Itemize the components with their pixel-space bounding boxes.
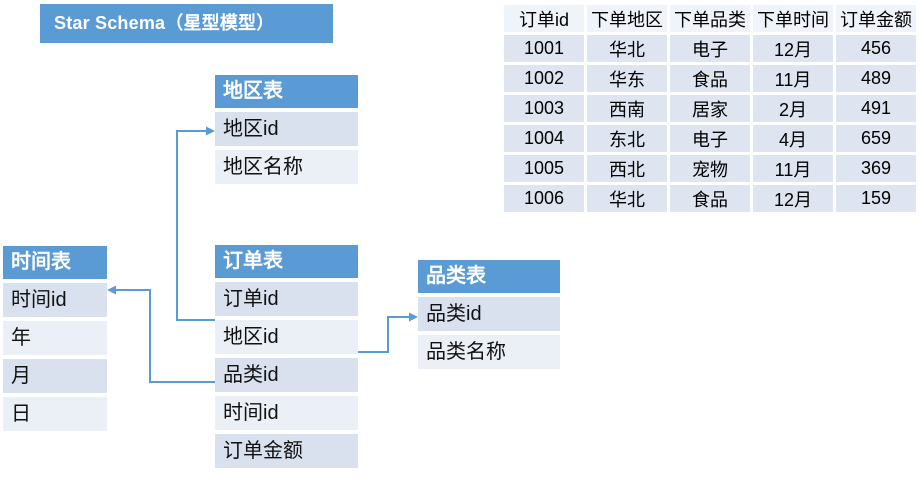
cell: 456 <box>836 35 916 62</box>
cell: 11月 <box>753 155 833 182</box>
field-row: 日 <box>3 397 107 431</box>
cell: 居家 <box>670 95 750 122</box>
connector-order-to-region <box>176 126 215 321</box>
table-header: 品类表 <box>418 260 560 293</box>
table-row: 1001 华北 电子 12月 456 <box>504 35 916 62</box>
entity-table-region: 地区表 地区id 地区名称 <box>215 75 358 184</box>
cell: 1003 <box>504 95 584 122</box>
field-row: 时间id <box>215 396 358 430</box>
cell: 1006 <box>504 185 584 212</box>
cell: 11月 <box>753 65 833 92</box>
cell: 12月 <box>753 35 833 62</box>
column-header: 下单地区 <box>587 5 667 32</box>
cell: 宠物 <box>670 155 750 182</box>
cell: 电子 <box>670 125 750 152</box>
cell: 东北 <box>587 125 667 152</box>
cell: 1004 <box>504 125 584 152</box>
cell: 659 <box>836 125 916 152</box>
table-row: 1005 西北 宠物 11月 369 <box>504 155 916 182</box>
cell: 12月 <box>753 185 833 212</box>
cell: 4月 <box>753 125 833 152</box>
cell: 食品 <box>670 185 750 212</box>
table-row: 1006 华北 食品 12月 159 <box>504 185 916 212</box>
field-row: 地区id <box>215 320 358 354</box>
field-row: 品类id <box>418 297 560 331</box>
table-row: 1004 东北 电子 4月 659 <box>504 125 916 152</box>
field-row: 月 <box>3 359 107 393</box>
column-header: 下单时间 <box>753 5 833 32</box>
cell: 电子 <box>670 35 750 62</box>
connector-order-to-time <box>107 285 215 383</box>
cell: 1002 <box>504 65 584 92</box>
cell: 491 <box>836 95 916 122</box>
table-row: 1003 西南 居家 2月 491 <box>504 95 916 122</box>
field-row: 品类名称 <box>418 335 560 369</box>
field-row: 地区id <box>215 112 358 146</box>
column-header: 下单品类 <box>670 5 750 32</box>
table-header: 时间表 <box>3 246 107 279</box>
field-row: 地区名称 <box>215 150 358 184</box>
table-header: 订单表 <box>215 245 358 278</box>
cell: 华东 <box>587 65 667 92</box>
column-header: 订单id <box>504 5 584 32</box>
cell: 华北 <box>587 185 667 212</box>
arrowhead-icon <box>107 285 116 295</box>
cell: 369 <box>836 155 916 182</box>
entity-table-time: 时间表 时间id 年 月 日 <box>3 246 107 431</box>
cell: 159 <box>836 185 916 212</box>
field-row: 年 <box>3 321 107 355</box>
field-row: 时间id <box>3 283 107 317</box>
arrowhead-icon <box>206 126 215 136</box>
field-row: 品类id <box>215 358 358 392</box>
field-row: 订单金额 <box>215 434 358 468</box>
table-header: 地区表 <box>215 75 358 108</box>
connector-order-to-category <box>358 312 418 353</box>
field-row: 订单id <box>215 282 358 316</box>
cell: 1001 <box>504 35 584 62</box>
cell: 2月 <box>753 95 833 122</box>
entity-table-order: 订单表 订单id 地区id 品类id 时间id 订单金额 <box>215 245 358 468</box>
arrowhead-icon <box>409 312 418 322</box>
cell: 西南 <box>587 95 667 122</box>
page-title: Star Schema（星型模型） <box>40 4 333 43</box>
table-row: 1002 华东 食品 11月 489 <box>504 65 916 92</box>
cell: 489 <box>836 65 916 92</box>
cell: 1005 <box>504 155 584 182</box>
cell: 食品 <box>670 65 750 92</box>
entity-table-category: 品类表 品类id 品类名称 <box>418 260 560 369</box>
table-header-row: 订单id 下单地区 下单品类 下单时间 订单金额 <box>504 5 916 32</box>
cell: 华北 <box>587 35 667 62</box>
cell: 西北 <box>587 155 667 182</box>
column-header: 订单金额 <box>836 5 916 32</box>
sample-data-table: 订单id 下单地区 下单品类 下单时间 订单金额 1001 华北 电子 12月 … <box>501 2 919 215</box>
